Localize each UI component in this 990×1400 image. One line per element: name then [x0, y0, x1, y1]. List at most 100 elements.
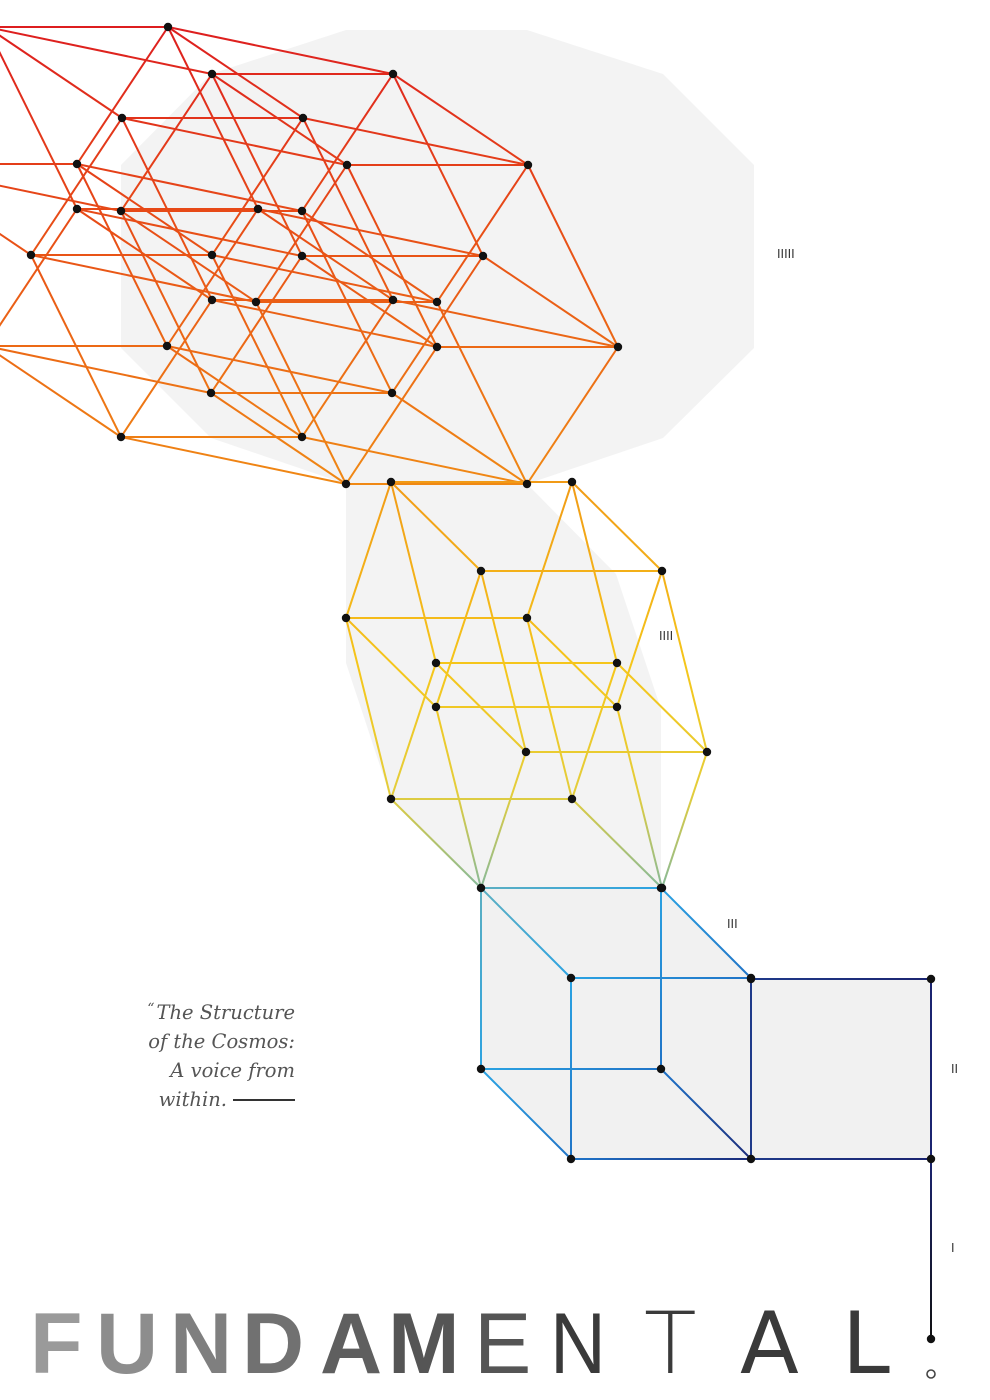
vertex-node [566, 1154, 576, 1164]
vertex-node [341, 479, 351, 489]
vertex-node [522, 613, 532, 623]
edge [0, 184, 122, 212]
vertex-node [342, 160, 352, 170]
vertex-node [612, 702, 622, 712]
vertex-node [116, 432, 126, 442]
edge [257, 208, 394, 301]
title-fundamental: F U N D A M E N T A L [30, 1294, 930, 1394]
vertex-node [163, 22, 173, 32]
edge [616, 570, 663, 708]
background-fills [121, 30, 931, 1159]
title-letter: L [842, 1294, 890, 1394]
edge [482, 255, 619, 348]
edge [390, 481, 437, 664]
vertex-node [478, 251, 488, 261]
vertex-node [431, 658, 441, 668]
edge [255, 164, 348, 303]
title-letter: F [30, 1296, 83, 1392]
title-letter: A [740, 1294, 799, 1394]
vertex-node [522, 479, 532, 489]
vertex-node [476, 1064, 486, 1074]
edge [76, 163, 303, 212]
vertex-node [567, 794, 577, 804]
vertex-node [207, 69, 217, 79]
title-letter: N [550, 1296, 606, 1392]
edge [120, 210, 257, 303]
edge [571, 798, 663, 889]
vertex-node [388, 295, 398, 305]
vertex-node [116, 206, 126, 216]
edge [392, 299, 619, 348]
edge [345, 617, 437, 708]
edge [0, 51, 78, 210]
edge [390, 798, 482, 889]
title-letter: U [96, 1296, 159, 1392]
edge [301, 299, 394, 438]
vertex-node [251, 297, 261, 307]
edge [527, 164, 619, 348]
edge [76, 163, 213, 256]
vertex-node [746, 1154, 756, 1164]
quote-line-1: The Structure [156, 1001, 295, 1024]
edge [390, 662, 437, 800]
vertex-node [206, 388, 216, 398]
edge [391, 255, 484, 394]
dimension-label-2: II [951, 1062, 959, 1076]
edge [660, 1068, 752, 1160]
edge [480, 1068, 572, 1160]
edge [526, 346, 619, 485]
edge [391, 392, 528, 485]
edge [121, 117, 348, 166]
edge [660, 887, 752, 979]
point-circle [926, 1369, 936, 1379]
title-letter: N [170, 1296, 233, 1392]
edge [120, 210, 212, 394]
quote-line-4: within. [158, 1088, 227, 1111]
vertex-node [72, 159, 82, 169]
vertex-node [341, 613, 351, 623]
title-letter: M [388, 1296, 460, 1392]
edge [76, 208, 303, 257]
edge [301, 210, 438, 303]
vertex-nodes [26, 22, 936, 1344]
edge [0, 347, 212, 394]
edge [436, 301, 528, 485]
edge [302, 117, 394, 301]
vertex-node [567, 477, 577, 487]
title-letter: A [320, 1296, 383, 1392]
edge [76, 26, 169, 165]
edge [0, 232, 32, 256]
edge [302, 117, 529, 166]
vertex-node [388, 69, 398, 79]
vertex-node [613, 342, 623, 352]
vertex-node [476, 566, 486, 576]
vertex-node [26, 250, 36, 260]
edge [210, 255, 303, 394]
tesseract-hull [346, 484, 661, 889]
vertex-node [386, 477, 396, 487]
edge [211, 73, 303, 257]
vertex-node [656, 1064, 666, 1074]
quote-mark: “ [147, 1001, 155, 1017]
quote-block: “The Structure of the Cosmos: A voice fr… [110, 995, 295, 1114]
edge [211, 73, 348, 166]
edge [480, 751, 527, 889]
vertex-node [521, 747, 531, 757]
edge [30, 254, 257, 303]
vertex-node [297, 432, 307, 442]
vertex-node [926, 974, 936, 984]
vertex-node [72, 204, 82, 214]
square-edges [750, 978, 932, 1160]
edge [616, 662, 708, 753]
vertex-node [432, 297, 442, 307]
edge [257, 208, 484, 257]
edge [211, 117, 304, 256]
title-letter: D [242, 1296, 305, 1392]
edge [436, 164, 529, 303]
vertex-node [657, 566, 667, 576]
vertex-node [926, 1334, 936, 1344]
edge [526, 481, 573, 619]
edge [166, 345, 303, 438]
edge [526, 617, 618, 708]
